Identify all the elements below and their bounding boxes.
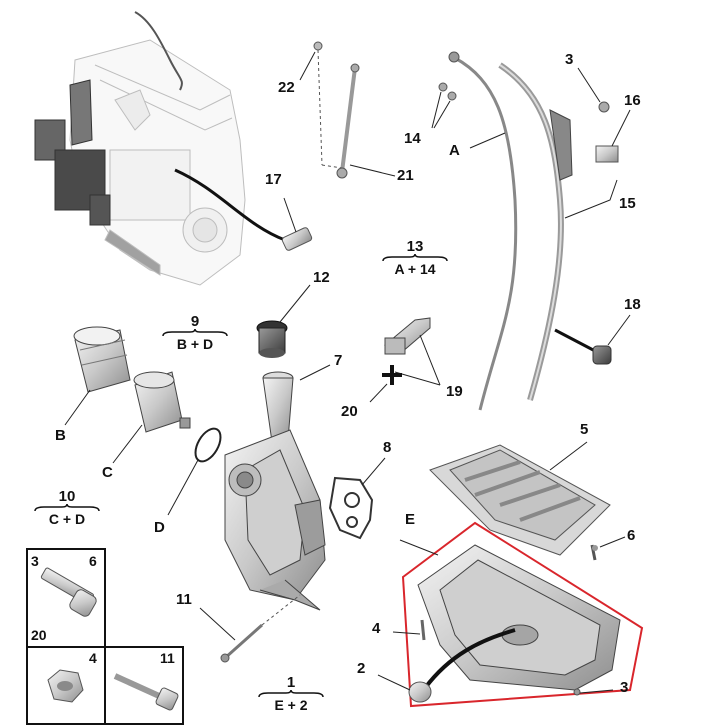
group-9-formula: B + D bbox=[176, 336, 214, 352]
callout-20: 20 bbox=[341, 403, 358, 420]
bolt-part-14 bbox=[431, 82, 457, 129]
callout-e: E bbox=[405, 511, 416, 528]
bolt-part-3-bottom bbox=[573, 688, 614, 696]
engine-dark-module bbox=[34, 79, 111, 226]
callout-4: 4 bbox=[372, 620, 381, 637]
group-1: 1 E + 2 bbox=[256, 674, 326, 713]
callout-2: 2 bbox=[357, 660, 366, 677]
callout-19: 19 bbox=[446, 383, 463, 400]
group-13-number: 13 bbox=[406, 238, 424, 255]
bracket-part-16 bbox=[595, 109, 631, 163]
callout-b: B bbox=[55, 427, 66, 444]
baffle-plate-part-5 bbox=[429, 441, 611, 556]
group-9-number: 9 bbox=[190, 313, 200, 330]
engine-block bbox=[69, 39, 246, 286]
callout-17: 17 bbox=[265, 171, 282, 188]
inset-nut-icon bbox=[47, 669, 84, 703]
group-10-number: 10 bbox=[58, 488, 76, 505]
rod-part-21 bbox=[299, 41, 396, 179]
group-1-number: 1 bbox=[286, 674, 296, 691]
bolt-part-6 bbox=[590, 536, 626, 561]
callout-3-top: 3 bbox=[565, 51, 574, 68]
gasket-part-d bbox=[167, 427, 222, 516]
group-13-brace bbox=[382, 254, 448, 262]
group-10-brace bbox=[34, 504, 100, 512]
callout-d: D bbox=[154, 519, 165, 536]
inset-box-long-bolt bbox=[104, 646, 184, 725]
bolt-part-11 bbox=[199, 594, 301, 663]
callout-3-bottom: 3 bbox=[620, 679, 629, 696]
callout-c: C bbox=[102, 464, 113, 481]
dipstick-part-a bbox=[448, 51, 518, 411]
group-9-brace bbox=[162, 329, 228, 337]
callout-5: 5 bbox=[580, 421, 589, 438]
oil-pan-highlight-outline bbox=[401, 521, 644, 708]
callout-11: 11 bbox=[176, 591, 192, 608]
seal-part-18 bbox=[554, 314, 631, 365]
callout-6: 6 bbox=[627, 527, 636, 544]
engine-to-sensor-leader bbox=[174, 168, 286, 242]
bolt-part-3-top bbox=[577, 67, 610, 113]
group-10-formula: C + D bbox=[48, 511, 86, 527]
callout-16: 16 bbox=[624, 92, 641, 109]
engine-wire bbox=[134, 11, 183, 91]
bolt-part-20 bbox=[369, 365, 402, 403]
callout-a: A bbox=[449, 142, 460, 159]
valve-part-19 bbox=[384, 317, 441, 386]
guide-tube-part-15 bbox=[498, 62, 618, 401]
inset-long-bolt-icon bbox=[113, 673, 179, 711]
inset-box-nut-label: 4 bbox=[89, 650, 97, 666]
group-13-formula: A + 14 bbox=[394, 261, 436, 277]
inset-box-bolt-label-bottom: 20 bbox=[31, 627, 47, 643]
sensor-part-17 bbox=[281, 197, 313, 251]
oil-module-part-7 bbox=[224, 364, 331, 611]
group-1-formula: E + 2 bbox=[274, 697, 308, 713]
inset-box-long-bolt-label: 11 bbox=[160, 650, 175, 666]
callout-15: 15 bbox=[619, 195, 636, 212]
group-9: 9 B + D bbox=[160, 313, 230, 352]
callout-8: 8 bbox=[383, 439, 392, 456]
callout-22: 22 bbox=[278, 79, 295, 96]
callout-7: 7 bbox=[334, 352, 343, 369]
filter-housing-part-b bbox=[64, 326, 131, 426]
callout-12: 12 bbox=[313, 269, 330, 286]
cap-part-12 bbox=[256, 284, 311, 358]
filter-part-c bbox=[112, 371, 191, 464]
oil-pan-part-e bbox=[399, 539, 621, 691]
gasket-part-8 bbox=[328, 457, 386, 540]
callout-18: 18 bbox=[624, 296, 641, 313]
inset-bolt-icon bbox=[40, 567, 97, 617]
inset-box-bolt-label-left: 3 bbox=[31, 553, 39, 569]
group-10: 10 C + D bbox=[32, 488, 102, 527]
drain-plug-part-2 bbox=[377, 628, 516, 703]
inset-box-bolt-label-right: 6 bbox=[89, 553, 97, 569]
bolt-part-4 bbox=[392, 619, 426, 641]
group-13: 13 A + 14 bbox=[380, 238, 450, 277]
callout-21: 21 bbox=[397, 167, 414, 184]
callout-14: 14 bbox=[404, 130, 421, 147]
group-1-brace bbox=[258, 690, 324, 698]
